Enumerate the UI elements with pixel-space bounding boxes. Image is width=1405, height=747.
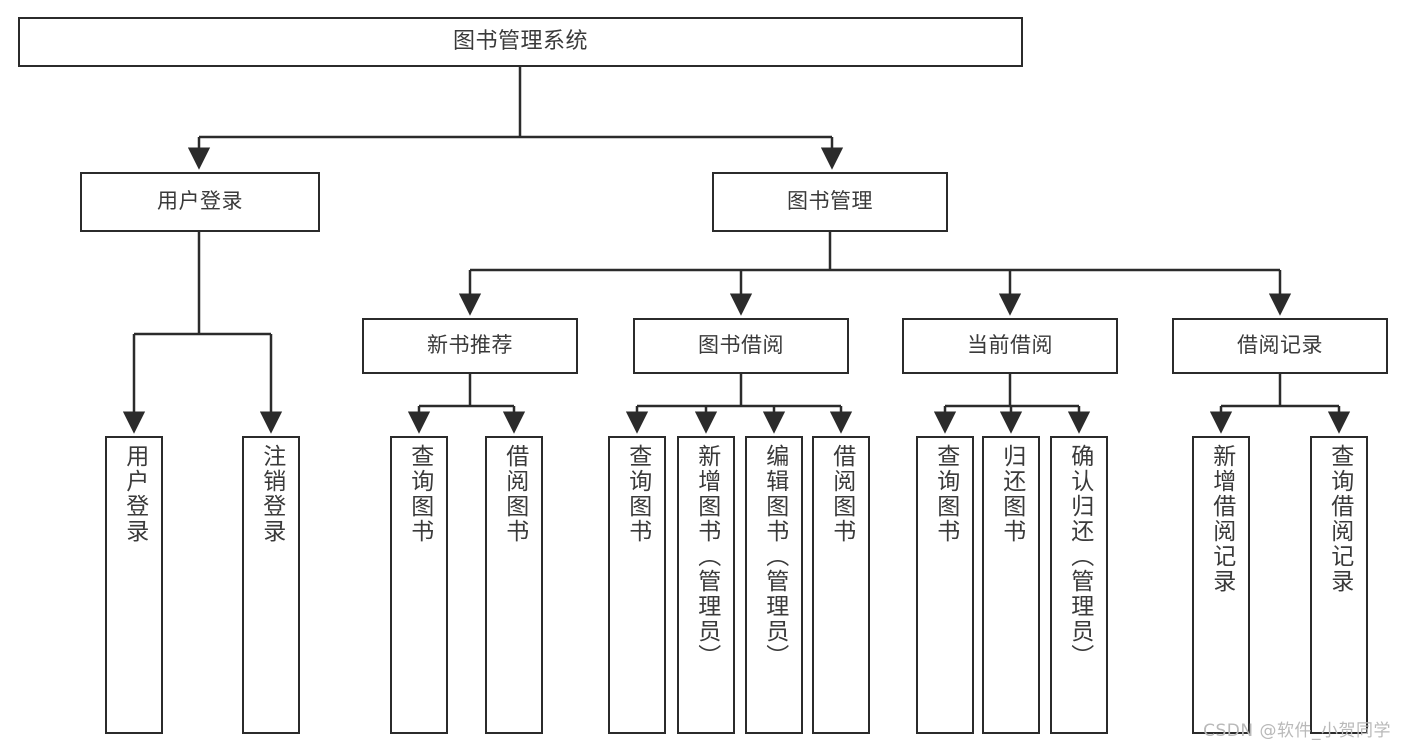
node-leaf-confirm-return-admin[interactable]: 确认归还（管理员）: [1050, 436, 1108, 734]
node-label: 图书管理系统: [452, 28, 588, 54]
node-label: 编辑图书（管理员）: [761, 444, 788, 669]
node-leaf-edit-book-admin[interactable]: 编辑图书（管理员）: [745, 436, 803, 734]
node-label: 图书借阅: [698, 333, 784, 358]
watermark: CSDN @软件_小贺同学: [1203, 721, 1391, 741]
node-label: 查询图书: [406, 444, 433, 544]
node-label: 查询图书: [932, 444, 959, 544]
node-label: 借阅图书: [501, 444, 528, 544]
node-user-login[interactable]: 用户登录: [80, 172, 320, 232]
node-label: 注销登录: [258, 444, 285, 544]
node-label: 借阅图书: [828, 444, 855, 544]
node-leaf-add-book-admin[interactable]: 新增图书（管理员）: [677, 436, 735, 734]
node-leaf-return-book[interactable]: 归还图书: [982, 436, 1040, 734]
node-label: 新增借阅记录: [1208, 444, 1235, 594]
node-label: 当前借阅: [967, 333, 1053, 358]
node-current-borrow[interactable]: 当前借阅: [902, 318, 1118, 374]
node-label: 借阅记录: [1237, 333, 1323, 358]
node-label: 查询借阅记录: [1326, 444, 1353, 594]
node-borrow-record[interactable]: 借阅记录: [1172, 318, 1388, 374]
node-leaf-query-borrow-record[interactable]: 查询借阅记录: [1310, 436, 1368, 734]
node-leaf-borrow-query-book[interactable]: 查询图书: [608, 436, 666, 734]
node-leaf-current-query-book[interactable]: 查询图书: [916, 436, 974, 734]
node-leaf-recommend-borrow-book[interactable]: 借阅图书: [485, 436, 543, 734]
node-label: 用户登录: [157, 189, 243, 214]
node-book-management[interactable]: 图书管理: [712, 172, 948, 232]
node-leaf-recommend-query-book[interactable]: 查询图书: [390, 436, 448, 734]
node-label: 用户登录: [121, 444, 148, 544]
node-label: 新增图书（管理员）: [693, 444, 720, 669]
node-label: 查询图书: [624, 444, 651, 544]
node-leaf-borrow-book[interactable]: 借阅图书: [812, 436, 870, 734]
node-label: 图书管理: [787, 189, 873, 214]
node-leaf-user-logout[interactable]: 注销登录: [242, 436, 300, 734]
node-leaf-add-borrow-record[interactable]: 新增借阅记录: [1192, 436, 1250, 734]
node-label: 确认归还（管理员）: [1066, 444, 1093, 669]
node-book-borrow[interactable]: 图书借阅: [633, 318, 849, 374]
node-leaf-user-login[interactable]: 用户登录: [105, 436, 163, 734]
node-new-book-recommend[interactable]: 新书推荐: [362, 318, 578, 374]
node-root-system[interactable]: 图书管理系统: [18, 17, 1023, 67]
node-label: 归还图书: [998, 444, 1025, 544]
node-label: 新书推荐: [427, 333, 513, 358]
